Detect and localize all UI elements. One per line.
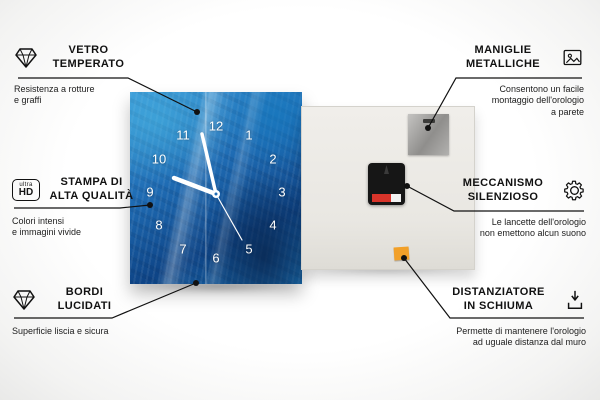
mechanism-label-red: [372, 194, 391, 202]
callout-title: MANIGLIE METALLICHE: [465, 44, 541, 70]
mechanism-label-white: [391, 194, 401, 202]
clock-number: 1: [245, 127, 253, 143]
callout-title: DISTANZIATORE IN SCHIUMA: [452, 286, 545, 312]
hanger-slot: [422, 119, 435, 123]
ultra-hd-icon-text: HD: [18, 186, 34, 198]
clock-number: 3: [278, 184, 286, 200]
clock-number: 10: [151, 151, 167, 167]
callout-distanziatore-in-schiuma: DISTANZIATORE IN SCHIUMA Permette di man…: [440, 286, 586, 349]
callout-title: VETRO TEMPERATO: [52, 44, 125, 70]
front-panel-shadow: [135, 281, 300, 292]
callout-vetro-temperato: VETRO TEMPERATO Resistenza a rotture e g…: [14, 44, 132, 107]
mechanism-label: [372, 194, 401, 202]
foam-spacer-icon: [564, 289, 586, 311]
clock-number: 9: [146, 184, 154, 200]
foam-spacer: [393, 246, 410, 261]
callout-subtitle: Le lancette dell'orologio non emettono a…: [479, 216, 586, 239]
clock-hands: [171, 132, 243, 241]
ultra-hd-icon-text: ultra: [19, 181, 33, 188]
picture-frame-icon: [561, 47, 584, 68]
clock-number: 7: [179, 241, 187, 257]
callout-subtitle: Resistenza a rotture e graffi: [14, 83, 95, 106]
diamond-icon: [14, 47, 38, 69]
mechanism-hook-hole: [384, 165, 389, 174]
callout-title: MECCANISMO SILENZIOSO: [462, 177, 544, 203]
callout-stampa-alta-qualita: ultra HD STAMPA DI ALTA QUALITÀ Colori i…: [12, 176, 136, 239]
clock-front-view: 12 1 2 3 4 5 6 7 8 9 10 11: [130, 92, 302, 284]
callout-subtitle: Colori intensi e immagini vivide: [12, 215, 82, 238]
callout-bordi-lucidati: BORDI LUCIDATI Superficie liscia e sicur…: [12, 286, 126, 337]
clock-number: 2: [269, 151, 277, 167]
callout-title: BORDI LUCIDATI: [57, 286, 112, 312]
callout-subtitle: Superficie liscia e sicura: [12, 325, 109, 336]
ultra-hd-icon: ultra HD: [12, 178, 40, 201]
callout-title: STAMPA DI ALTA QUALITÀ: [49, 176, 134, 202]
callout-maniglie-metalliche: MANIGLIE METALLICHE Consentono un facile…: [452, 44, 584, 119]
clock-back-view: [301, 106, 475, 270]
callout-meccanismo-silenzioso: MECCANISMO SILENZIOSO Le lancette dell'o…: [450, 177, 586, 240]
clock-number: 4: [269, 217, 277, 233]
clock-number: 12: [208, 118, 224, 134]
clock-number: 8: [155, 217, 163, 233]
clock-mechanism: [368, 163, 405, 205]
clock-number: 11: [176, 127, 190, 143]
gear-icon: [563, 179, 586, 202]
clock-number: 6: [212, 250, 220, 266]
metal-hanger-plate: [408, 114, 449, 155]
diamond-icon: [12, 289, 36, 311]
callout-subtitle: Permette di mantenere l'orologio ad ugua…: [456, 325, 586, 348]
clock-number: 5: [245, 241, 253, 257]
callout-subtitle: Consentono un facile montaggio dell'orol…: [491, 83, 584, 117]
